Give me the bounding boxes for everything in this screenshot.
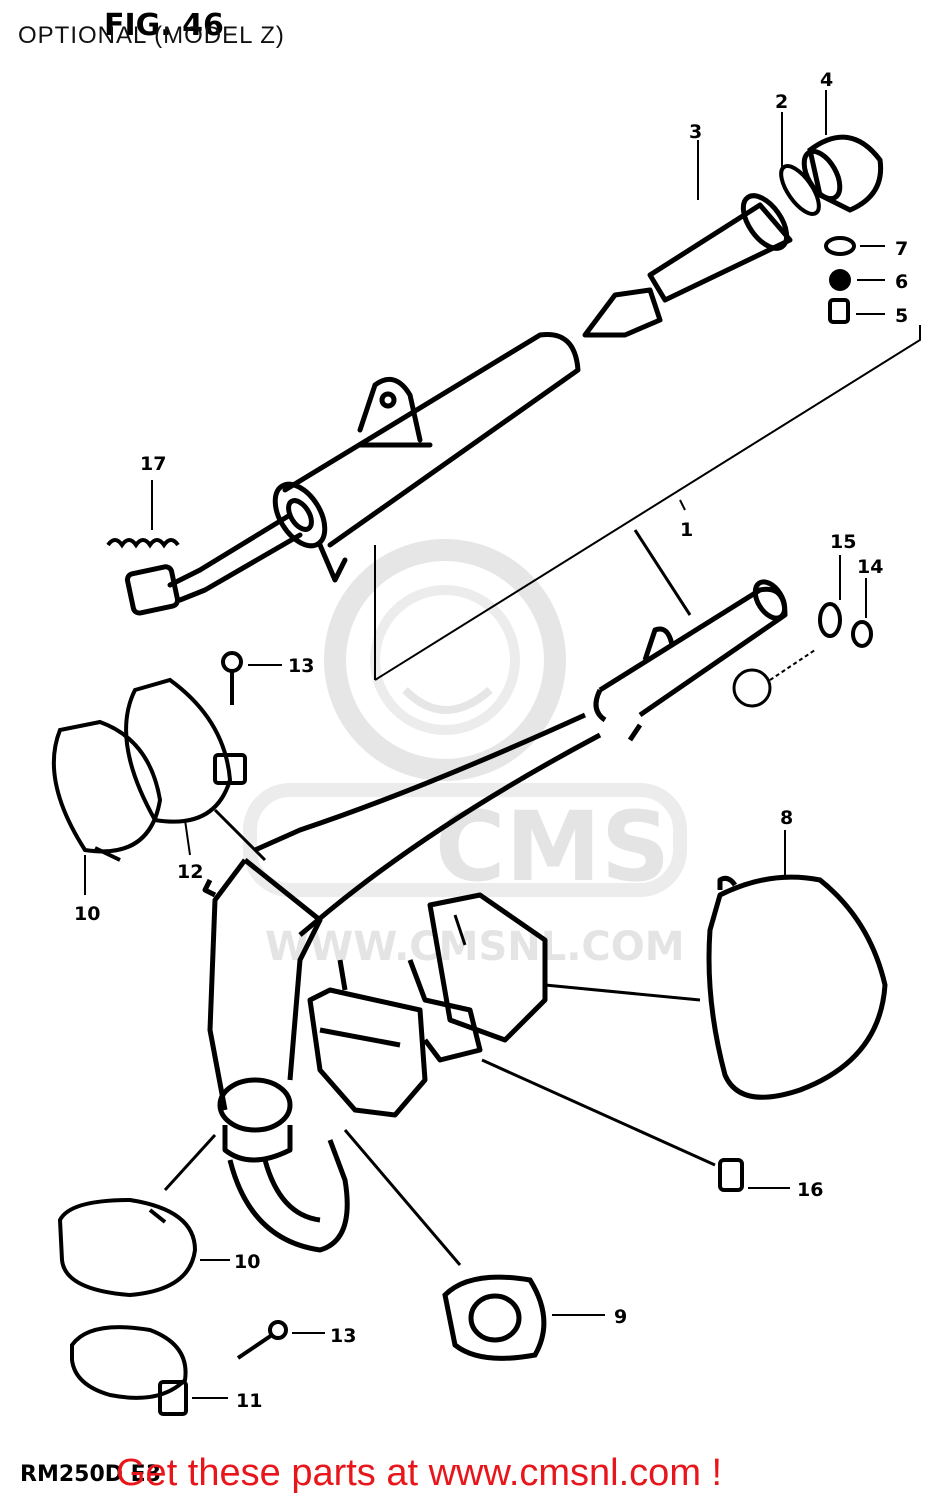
bolt-part-13-upper	[221, 651, 282, 705]
callout-10-upper: 10	[74, 903, 100, 925]
band-part-10-lower	[57, 1133, 230, 1298]
watermark-url: WWW.CMSNL.COM	[265, 924, 685, 970]
callout-14: 14	[857, 556, 883, 578]
silencer-assembly	[124, 331, 581, 616]
callout-9: 9	[614, 1306, 627, 1328]
end-cap-part-4	[801, 90, 884, 213]
callout-2: 2	[775, 91, 788, 113]
callout-1: 1	[680, 519, 693, 541]
cms-watermark-logo: CMS WWW.CMSNL.COM	[243, 539, 687, 970]
silencer-tube	[593, 579, 788, 742]
clamp-part-11	[70, 1325, 228, 1416]
callout-13-lower: 13	[330, 1325, 356, 1347]
clamp-part-12	[124, 677, 267, 862]
callout-15: 15	[830, 531, 856, 553]
model-code: RM250D E3	[20, 1462, 162, 1487]
spring-part-17	[106, 480, 180, 549]
gasket-ring-part-2	[779, 112, 821, 216]
callout-11: 11	[236, 1390, 262, 1412]
rubber-ball-part	[732, 649, 816, 708]
callout-6: 6	[895, 271, 908, 293]
callout-13-upper: 13	[288, 655, 314, 677]
bolt-part-5	[828, 298, 885, 324]
callout-7: 7	[895, 238, 908, 260]
callout-5: 5	[895, 305, 908, 327]
figure-title: FIG. 46	[104, 8, 224, 43]
bolt-part-16	[481, 1058, 790, 1192]
inner-pipe-part-3	[582, 140, 793, 338]
callout-17: 17	[140, 453, 166, 475]
washer-part-15	[818, 555, 842, 638]
band-part-10-upper	[51, 719, 163, 895]
callout-16: 16	[797, 1179, 823, 1201]
engine-cylinder	[307, 892, 548, 1118]
flange-part-9	[343, 1129, 605, 1361]
callout-labels: 1 2 3 4 5 6 7 8 9 10 10 11 12 13 13 14 1…	[74, 69, 908, 1412]
callout-8: 8	[780, 807, 793, 829]
callout-3: 3	[689, 121, 702, 143]
cmsnl-parts-link[interactable]: Get these parts at www.cmsnl.com !	[116, 1452, 723, 1494]
nut-part-6	[829, 269, 885, 291]
diagram-caption: OPTIONAL (MODEL Z)	[18, 22, 285, 49]
nut-part-14	[851, 578, 873, 648]
washer-part-7	[824, 236, 885, 256]
exhaust-pipe-chamber	[202, 712, 602, 1253]
callout-12: 12	[177, 861, 203, 883]
air-cleaner-part-8	[544, 830, 888, 1100]
bolt-part-13-lower	[236, 1320, 325, 1360]
assembly-bracket-lines	[374, 325, 921, 681]
callout-4: 4	[820, 69, 833, 91]
callout-10-lower: 10	[234, 1251, 260, 1273]
